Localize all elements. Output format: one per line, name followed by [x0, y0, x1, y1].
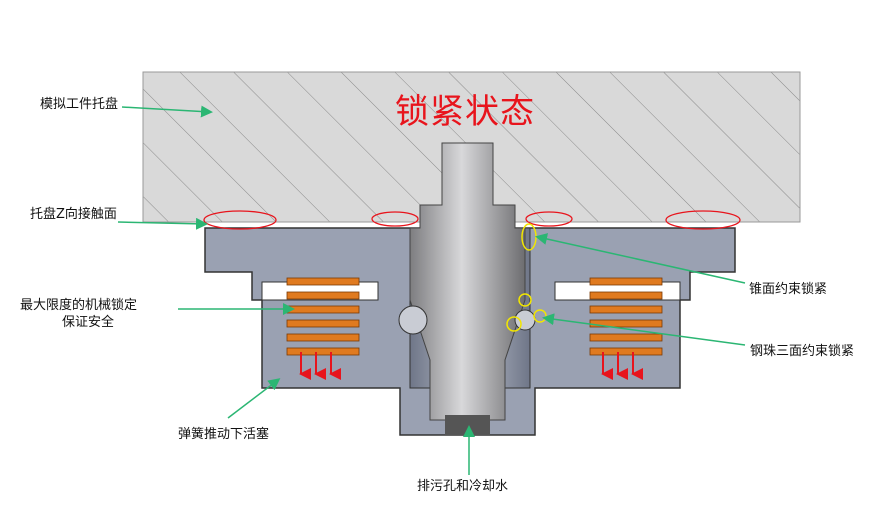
spring-right: [589, 277, 663, 356]
label-ball: 钢珠三面约束锁紧: [750, 344, 855, 359]
callout-arrows: [117, 105, 746, 475]
steel-ball-left: [398, 305, 428, 335]
label-cone: 锥面约束锁紧: [749, 282, 828, 297]
label-z-contact: 托盘Z向接触面: [30, 207, 117, 222]
label-pallet: 模拟工件托盘: [40, 97, 119, 112]
spring-force-arrows: [299, 352, 643, 380]
label-drain: 排污孔和冷却水: [417, 479, 509, 494]
label-mech-lock-1: 最大限度的机械锁定: [20, 298, 138, 313]
label-mech-lock-2: 保证安全: [62, 315, 115, 330]
state-title: 锁紧状态: [395, 92, 535, 132]
label-spring: 弹簧推动下活塞: [178, 427, 270, 442]
steel-ball-right: [514, 309, 536, 331]
